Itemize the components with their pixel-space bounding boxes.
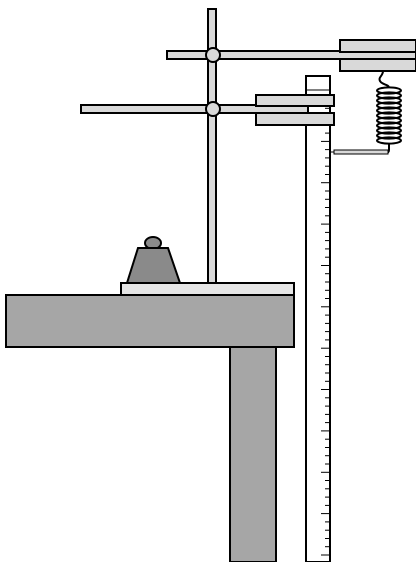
spring-coil: [376, 106, 402, 115]
upper-clamp: [339, 39, 416, 72]
table-leg: [229, 346, 277, 562]
upper-clamp-bottom: [339, 58, 416, 72]
weight-icon: [125, 236, 182, 284]
upper-boss-joint: [205, 47, 221, 63]
spring-coil: [376, 101, 402, 110]
spring-coil: [376, 91, 402, 100]
spring-coil: [376, 121, 402, 130]
ruler-icon: [305, 75, 331, 562]
upper-clamp-top: [339, 39, 416, 53]
table-top: [5, 294, 295, 348]
pointer-bar: [333, 149, 389, 155]
spring-coil: [376, 96, 402, 105]
lower-clamp-bottom: [255, 112, 335, 126]
spring-coil: [376, 86, 402, 95]
spring-coils: [376, 86, 402, 145]
spring-top-hook: [378, 70, 390, 89]
spring-coil: [376, 111, 402, 120]
spring-coil: [376, 116, 402, 125]
lower-boss-joint: [205, 101, 221, 117]
spring-coil: [376, 126, 402, 135]
spring-pointer: [330, 149, 389, 155]
weight-body: [125, 247, 182, 284]
spring-coil: [376, 136, 402, 145]
lower-clamp-top: [255, 94, 335, 107]
stand-vertical-rod: [207, 8, 217, 284]
upper-horizontal-arm: [166, 50, 416, 60]
stand-base: [120, 282, 295, 296]
spring-icon: [376, 70, 402, 154]
lower-clamp: [255, 94, 335, 126]
lower-horizontal-arm: [80, 104, 309, 114]
ruler-body: [305, 75, 331, 562]
spring-coil: [376, 131, 402, 140]
